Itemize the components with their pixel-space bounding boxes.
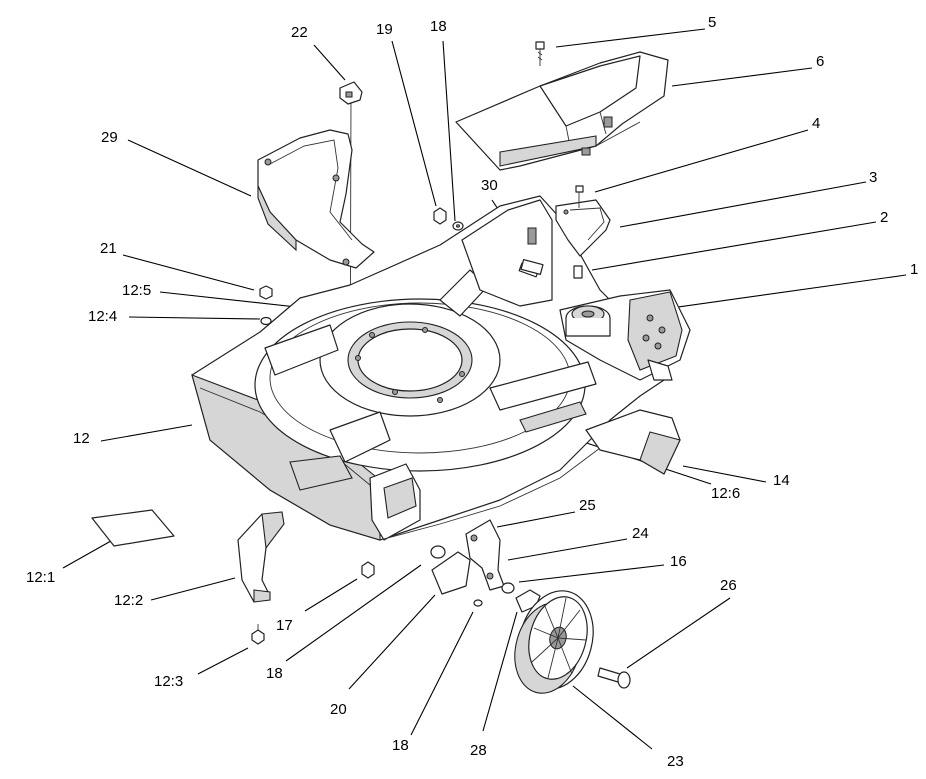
decal-12-1 xyxy=(91,509,175,547)
callout-17: 17 xyxy=(276,617,293,634)
bag-frame xyxy=(257,129,375,269)
nut-19 xyxy=(433,207,464,231)
wheel-bracket xyxy=(430,519,541,613)
callout-29: 29 xyxy=(101,129,118,146)
callout-1: 1 xyxy=(910,261,919,278)
callout-18-top: 18 xyxy=(430,18,447,35)
callout-26: 26 xyxy=(720,577,737,594)
callout-28: 28 xyxy=(470,742,487,759)
callout-14: 14 xyxy=(773,472,790,489)
screw-5 xyxy=(535,41,545,66)
screw-12-3 xyxy=(251,624,265,645)
callout-6: 6 xyxy=(816,53,825,70)
brake-bracket xyxy=(555,185,611,279)
callout-20: 20 xyxy=(330,701,347,718)
callout-22: 22 xyxy=(291,24,308,41)
knob-22 xyxy=(339,81,363,105)
pin-30 xyxy=(520,258,544,276)
callout-12: 12 xyxy=(73,430,90,447)
callout-21: 21 xyxy=(100,240,117,257)
callout-23: 23 xyxy=(667,753,684,770)
wheel-23 xyxy=(514,590,594,694)
callout-12-2: 12:2 xyxy=(114,592,144,609)
callout-5: 5 xyxy=(708,14,717,31)
callout-24: 24 xyxy=(632,525,649,542)
callout-12-5: 12:5 xyxy=(122,282,152,299)
callout-12-3: 12:3 xyxy=(154,673,184,690)
nut-21 xyxy=(259,285,273,326)
callout-2: 2 xyxy=(880,209,889,226)
callout-18-mid: 18 xyxy=(266,665,283,682)
callout-12-4: 12:4 xyxy=(88,308,118,325)
nut-17 xyxy=(361,561,375,579)
bolt-26 xyxy=(597,667,631,689)
callout-4: 4 xyxy=(812,115,821,132)
callout-12-6: 12:6 xyxy=(711,485,741,502)
callout-16: 16 xyxy=(670,553,687,570)
callout-25: 25 xyxy=(579,497,596,514)
discharge-cover xyxy=(455,51,669,171)
callout-3: 3 xyxy=(869,169,878,186)
callout-12-1: 12:1 xyxy=(26,569,56,586)
callout-18-low: 18 xyxy=(392,737,409,754)
mower-deck xyxy=(191,195,691,541)
callout-19: 19 xyxy=(376,21,393,38)
front-baffle xyxy=(237,511,285,603)
callout-30: 30 xyxy=(481,177,498,194)
